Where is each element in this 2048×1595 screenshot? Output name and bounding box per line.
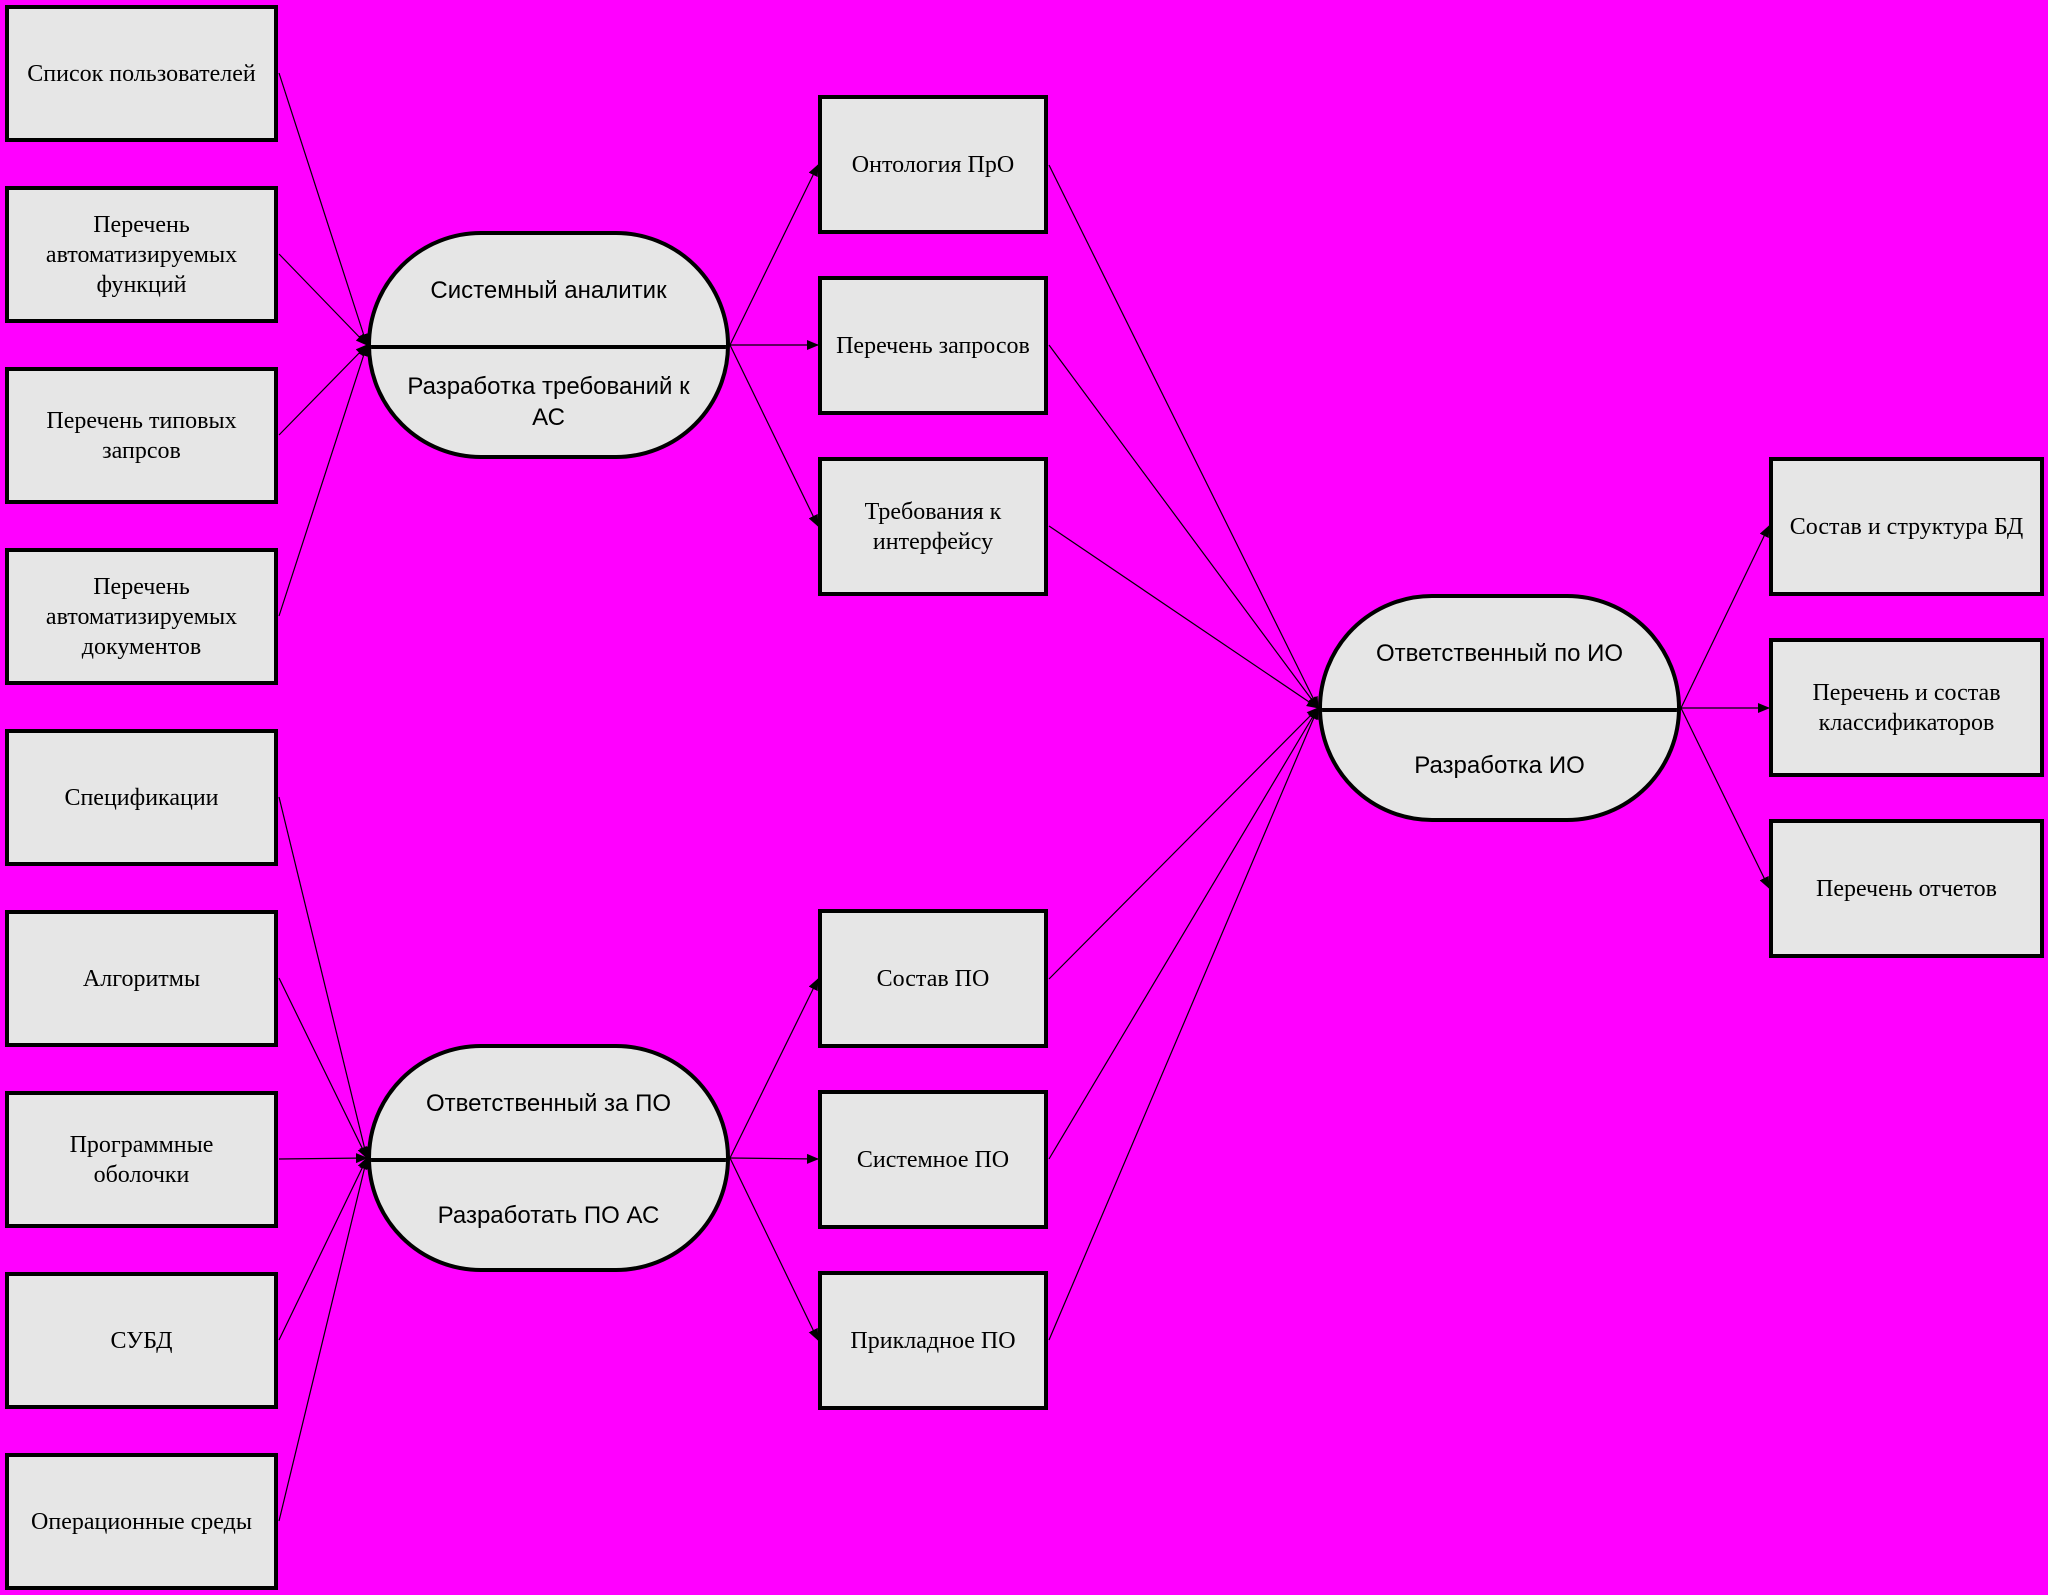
input-operating-environments: Операционные среды: [5, 1453, 278, 1590]
input-specifications-label: Спецификации: [64, 784, 219, 811]
role-system-analyst-title: Системный аналитик: [430, 276, 667, 304]
input-typical-queries: Перечень типовых запрсов: [5, 367, 278, 504]
input-automated-functions: Перечень автоматизируемых функций: [5, 186, 278, 323]
arrow-analyst-to-interface: [729, 344, 819, 527]
output-report-list: Перечень отчетов: [1769, 819, 2044, 958]
arrow-ontology-to-info: [1048, 164, 1319, 709]
arrow-dbms-to-software: [278, 1157, 368, 1341]
input-typical-queries-label: Перечень типовых запрсов: [46, 407, 237, 464]
output-system-software: Системное ПО: [818, 1090, 1048, 1229]
arrow-os-to-software: [278, 1157, 370, 1522]
arrow-info-to-db-structure: [1680, 525, 1770, 709]
output-db-structure: Состав и структура БД: [1769, 457, 2044, 596]
arrow-interface-to-info: [1048, 525, 1319, 709]
input-automated-functions-label: Перечень автоматизируемых функций: [45, 211, 238, 298]
input-algorithms: Алгоритмы: [5, 910, 278, 1047]
input-software-shells: Программные оболочки: [5, 1091, 278, 1228]
output-application-software-label: Прикладное ПО: [850, 1327, 1016, 1354]
arrow-application-to-info: [1048, 707, 1319, 1341]
role-software-owner: Ответственный за ПО Разработать ПО АС: [367, 1044, 730, 1272]
output-system-software-label: Системное ПО: [856, 1146, 1010, 1173]
arrow-algorithms-to-software: [278, 977, 368, 1159]
role-system-analyst: Системный аналитик Разработка требований…: [367, 231, 730, 459]
arrow-software-to-composition: [729, 978, 819, 1159]
arrow-documents-to-analyst: [278, 344, 369, 617]
role-software-owner-task: Разработать ПО АС: [437, 1201, 660, 1229]
output-db-structure-label: Состав и структура БД: [1789, 513, 2024, 540]
role-info-owner-task: Разработка ИО: [1414, 751, 1585, 779]
input-software-shells-label: Программные оболочки: [69, 1131, 214, 1188]
role-software-owner-title: Ответственный за ПО: [425, 1089, 671, 1117]
input-user-list-label: Список пользователей: [27, 60, 256, 87]
role-system-analyst-task: Разработка требований к АС: [407, 373, 690, 431]
output-query-list: Перечень запросов: [818, 276, 1048, 415]
input-automated-documents-label: Перечень автоматизируемых документов: [45, 573, 238, 660]
input-dbms-label: СУБД: [110, 1327, 173, 1354]
arrow-shells-to-software: [278, 1153, 368, 1164]
input-automated-documents: Перечень автоматизируемых документов: [5, 548, 278, 685]
output-application-software: Прикладное ПО: [818, 1271, 1048, 1410]
arrow-system-to-info: [1048, 707, 1319, 1160]
arrow-functions-to-analyst: [278, 253, 368, 346]
role-info-owner-divider: [1322, 708, 1677, 712]
output-interface-requirements: Требования к интерфейсу: [818, 457, 1048, 596]
arrow-info-to-reports: [1680, 707, 1770, 889]
role-info-owner-title: Ответственный по ИО: [1376, 639, 1623, 667]
input-user-list: Список пользователей: [5, 5, 278, 142]
output-classifiers-label: Перечень и состав классификаторов: [1812, 679, 2001, 736]
output-domain-ontology: Онтология ПрО: [818, 95, 1048, 234]
output-query-list-label: Перечень запросов: [836, 332, 1030, 359]
arrow-composition-to-info: [1048, 707, 1319, 980]
output-software-composition-label: Состав ПО: [876, 965, 990, 992]
input-algorithms-label: Алгоритмы: [82, 965, 201, 992]
arrow-software-to-application: [729, 1157, 819, 1341]
arrow-specs-to-software: [278, 796, 370, 1159]
output-classifiers: Перечень и состав классификаторов: [1769, 638, 2044, 777]
output-domain-ontology-label: Онтология ПрО: [851, 151, 1015, 178]
arrow-software-to-system: [729, 1153, 819, 1164]
output-interface-requirements-label: Требования к интерфейсу: [864, 498, 1002, 555]
arrow-analyst-to-ontology: [729, 164, 819, 346]
output-software-composition: Состав ПО: [818, 909, 1048, 1048]
arrow-user-list-to-analyst: [278, 72, 369, 346]
role-info-owner: Ответственный по ИО Разработка ИО: [1318, 594, 1681, 822]
input-operating-environments-label: Операционные среды: [31, 1508, 252, 1535]
role-system-analyst-divider: [371, 345, 726, 349]
input-dbms: СУБД: [5, 1272, 278, 1409]
input-specifications: Спецификации: [5, 729, 278, 866]
role-software-owner-divider: [371, 1158, 726, 1162]
arrow-queries-to-analyst: [278, 344, 368, 436]
output-report-list-label: Перечень отчетов: [1816, 875, 1997, 902]
arrow-query-list-to-info: [1048, 344, 1319, 709]
